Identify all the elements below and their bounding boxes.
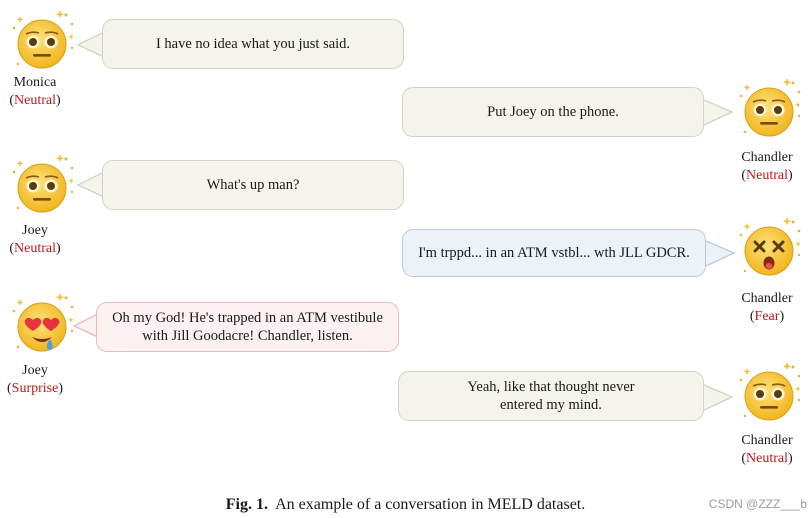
speaker-label-joey: Joey (Surprise) — [0, 362, 85, 398]
emotion-label: Fear — [754, 309, 780, 324]
utterance-bubble: What's up man? — [102, 160, 404, 210]
utterance-bubble: Oh my God! He's trapped in an ATM vestib… — [96, 302, 399, 352]
emotion-label: Neutral — [14, 93, 56, 108]
heart-eyes-face-icon — [6, 289, 78, 361]
utterance-bubble: I'm trppd... in an ATM vstbl... wth JLL … — [402, 229, 706, 277]
speaker-label-chandler: Chandler (Fear) — [717, 290, 811, 326]
neutral-face-icon — [733, 74, 805, 146]
emotion-label: Neutral — [746, 451, 788, 466]
speaker-label-monica: Monica (Neutral) — [0, 74, 85, 110]
speaker-name: Chandler — [741, 150, 793, 165]
neutral-face-icon — [6, 150, 78, 222]
neutral-face-icon — [733, 358, 805, 430]
speaker-name: Monica — [13, 75, 57, 90]
speaker-label-chandler: Chandler (Neutral) — [717, 149, 811, 185]
utterance-bubble: I have no idea what you just said. — [102, 19, 404, 69]
caption-text: An example of a conversation in MELD dat… — [275, 496, 586, 513]
emotion-label: Surprise — [11, 381, 59, 396]
emotion-label: Neutral — [746, 168, 788, 183]
speaker-name: Chandler — [741, 291, 793, 306]
speaker-label-joey: Joey (Neutral) — [0, 222, 85, 258]
bubble-tail — [702, 99, 734, 126]
bubble-tail — [704, 240, 736, 267]
emotion-label: Neutral — [14, 241, 56, 256]
speaker-name: Chandler — [741, 433, 793, 448]
fear-face-icon — [733, 213, 805, 285]
speaker-label-chandler: Chandler (Neutral) — [717, 432, 811, 468]
neutral-face-icon — [6, 6, 78, 78]
speaker-name: Joey — [22, 223, 48, 238]
utterance-bubble: Yeah, like that thought never entered my… — [398, 371, 704, 421]
caption-label: Fig. 1. — [225, 496, 268, 513]
utterance-bubble: Put Joey on the phone. — [402, 87, 704, 137]
watermark: CSDN @ZZZ___b — [708, 497, 807, 511]
bubble-tail — [702, 384, 734, 411]
figure-caption: Fig. 1. An example of a conversation in … — [0, 496, 811, 514]
speaker-name: Joey — [22, 363, 48, 378]
